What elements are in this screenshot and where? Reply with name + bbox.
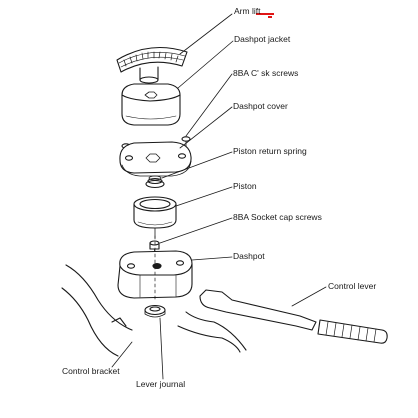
label-dashpot-cover: Dashpot cover (233, 101, 288, 111)
piston-part (133, 196, 177, 239)
label-socket-cap-screws: 8BA Socket cap screws (233, 212, 322, 222)
label-piston-return-spring: Piston return spring (233, 146, 307, 156)
piston-return-spring-part (145, 175, 165, 189)
label-csk-screws: 8BA C' sk screws (233, 68, 299, 78)
socket-cap-screws-part (149, 240, 160, 256)
label-arm-lift: Arm lift (234, 6, 261, 16)
label-control-bracket: Control bracket (62, 366, 120, 376)
red-highlight-mark (256, 13, 274, 15)
lever-journal-part (144, 304, 166, 318)
label-dashpot-jacket: Dashpot jacket (234, 34, 291, 44)
dashpot-jacket-part (121, 83, 181, 126)
label-lever-journal: Lever journal (136, 379, 186, 389)
control-lever-part (177, 289, 388, 353)
arm-lift-part (116, 47, 188, 84)
red-highlight-dot (268, 16, 272, 18)
label-control-lever: Control lever (328, 281, 377, 291)
label-piston: Piston (233, 181, 257, 191)
label-dashpot: Dashpot (233, 251, 265, 261)
leader-lines (111, 13, 327, 380)
control-bracket-part (61, 264, 133, 357)
